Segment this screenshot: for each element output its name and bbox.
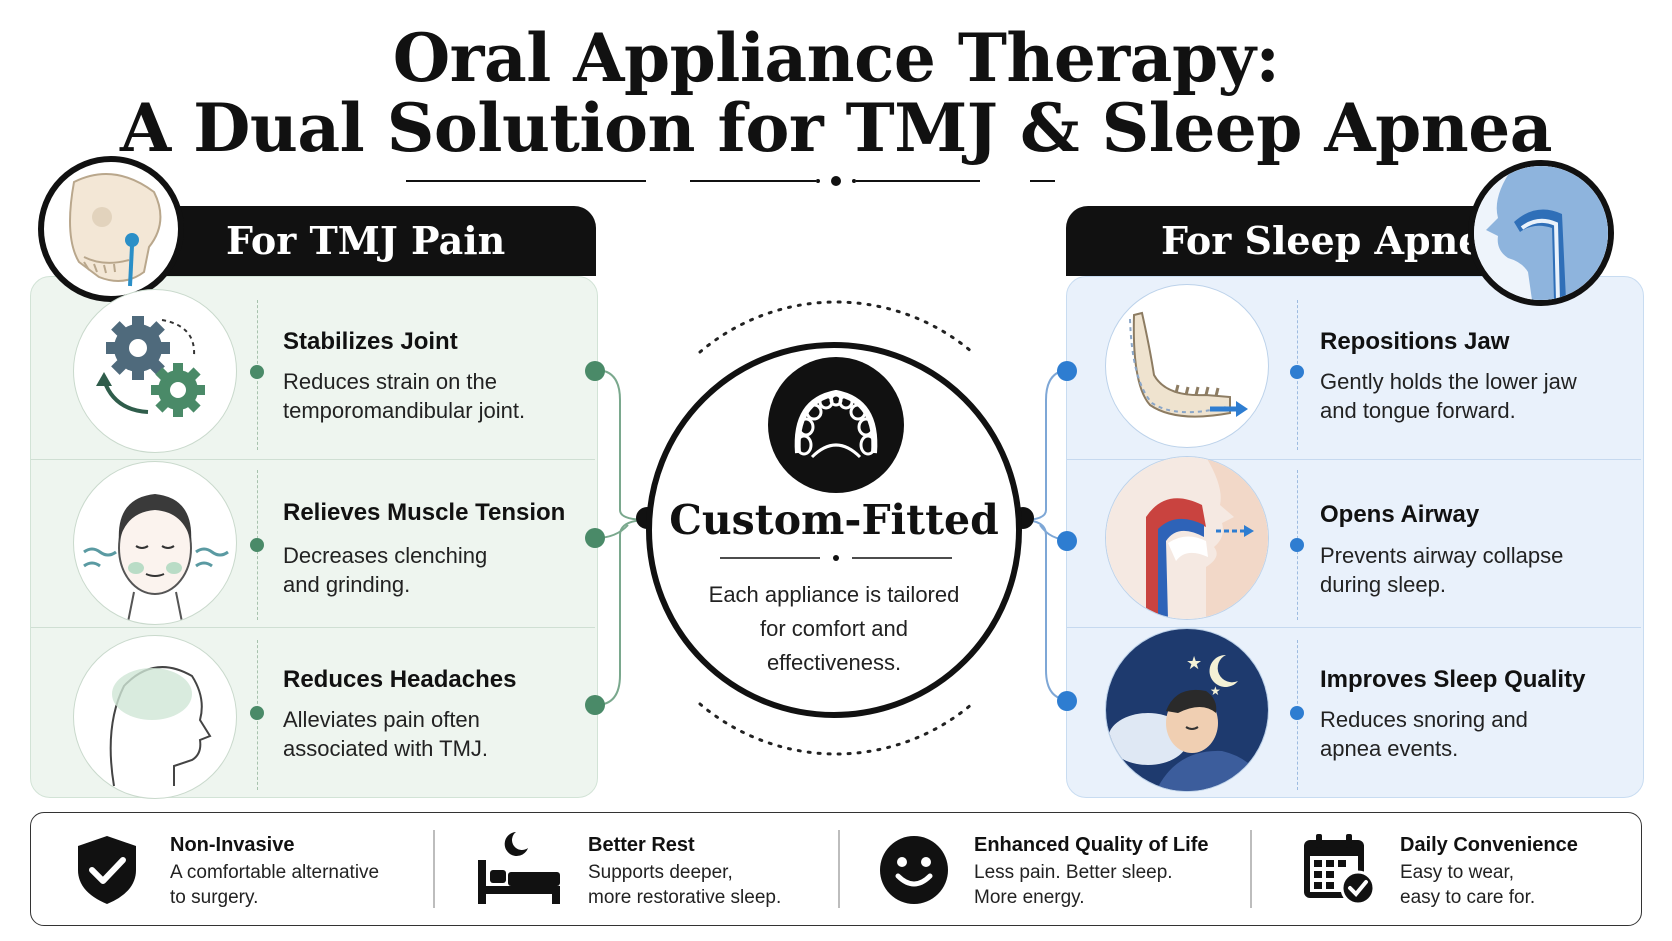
connector-dot: [585, 528, 605, 548]
benefit-separator: [1250, 830, 1252, 908]
relaxed-face-icon: [83, 494, 229, 623]
skull-jaw-icon: [69, 173, 162, 287]
benefit-desc: Easy to wear,: [1400, 862, 1515, 883]
apnea-item-desc: and tongue forward.: [1320, 398, 1516, 423]
custom-fitted-desc: for comfort and: [760, 616, 908, 641]
apnea-item-desc: Reduces snoring and: [1320, 707, 1528, 732]
bullet-dot: [1290, 365, 1304, 379]
apnea-row-divider: [1067, 459, 1641, 460]
connector-dot: [585, 361, 605, 381]
apnea-item-title: Improves Sleep Quality: [1320, 666, 1586, 693]
tmj-row-divider: [31, 627, 595, 628]
head-profile-illustration: [73, 635, 237, 799]
benefit-title: Better Rest: [588, 834, 695, 856]
tmj-item-desc: temporomandibular joint.: [283, 398, 526, 423]
bullet-dot: [250, 706, 264, 720]
bullet-dot: [250, 538, 264, 552]
tmj-item-desc: Alleviates pain often: [283, 707, 480, 732]
head-profile-icon: [109, 666, 212, 787]
benefit-title: Enhanced Quality of Life: [974, 834, 1209, 856]
bed-moon-icon: [478, 832, 560, 904]
page-title-line-1: Oral Appliance Therapy:: [392, 19, 1280, 97]
gears-illustration: [73, 289, 237, 453]
svg-text:★: ★: [1210, 684, 1221, 698]
apnea-connector-lines: [1021, 369, 1071, 701]
tmj-header: For TMJ Pain: [150, 206, 596, 276]
tmj-item-title: Reduces Headaches: [283, 666, 517, 693]
dental-arch-icon: [794, 389, 878, 459]
apnea-item-desc: during sleep.: [1320, 572, 1446, 597]
tmj-row-divider: [31, 459, 595, 460]
benefit-desc: More energy.: [974, 887, 1085, 908]
calendar-check-icon: [1304, 834, 1376, 906]
open-airway-illustration: [1105, 456, 1269, 620]
connector-dot: [1057, 691, 1077, 711]
bullet-dot: [250, 365, 264, 379]
jaw-reposition-illustration: [1105, 284, 1269, 448]
benefits-bar: [30, 812, 1642, 926]
benefit-separator: [838, 830, 840, 908]
center-dotted-arcs: [698, 300, 974, 756]
page-title-line-2: A Dual Solution for TMJ & Sleep Apnea: [119, 89, 1553, 167]
svg-text:★: ★: [1186, 653, 1202, 674]
apnea-item-desc: apnea events.: [1320, 736, 1459, 761]
tmj-item-desc: associated with TMJ.: [283, 736, 489, 761]
relaxed-face-illustration: [73, 461, 237, 625]
gears-icon: [96, 316, 205, 417]
benefit-title: Daily Convenience: [1400, 834, 1578, 856]
airway-profile-icon: [1474, 166, 1608, 300]
benefit-separator: [433, 830, 435, 908]
benefit-title: Non-Invasive: [170, 834, 295, 856]
sleeping-person-icon: ★ ★: [1106, 629, 1268, 791]
benefit-desc: more restorative sleep.: [588, 887, 782, 908]
tmj-item-title: Stabilizes Joint: [283, 328, 458, 355]
custom-fitted-desc: effectiveness.: [766, 650, 902, 675]
tmj-item-desc: and grinding.: [283, 572, 411, 597]
title-divider-ornament: [406, 176, 1055, 186]
center-divider: [720, 555, 952, 561]
skull-jaw-badge: [38, 156, 184, 302]
bullet-dot: [1290, 538, 1304, 552]
custom-fitted-desc: Each appliance is tailored: [708, 582, 960, 607]
dental-arch-badge: [768, 357, 904, 493]
benefit-desc: Less pain. Better sleep.: [974, 862, 1173, 883]
sleeping-person-illustration: ★ ★: [1105, 628, 1269, 792]
benefit-desc: A comfortable alternative: [170, 862, 380, 883]
tmj-item-desc: Reduces strain on the: [283, 369, 498, 394]
benefit-desc: easy to care for.: [1400, 887, 1536, 908]
airway-cross-section-icon: [1106, 457, 1268, 619]
tmj-item-title: Relieves Muscle Tension: [283, 499, 566, 526]
shield-check-icon: [78, 836, 136, 904]
bullet-dot: [1290, 706, 1304, 720]
airway-profile-badge: [1468, 160, 1614, 306]
connector-dot: [1057, 531, 1077, 551]
tmj-item-desc: Decreases clenching: [283, 543, 488, 568]
benefit-desc: to surgery.: [170, 887, 259, 908]
apnea-item-desc: Gently holds the lower jaw: [1320, 369, 1577, 394]
connector-dot: [1057, 361, 1077, 381]
apnea-item-title: Opens Airway: [1320, 501, 1480, 528]
jawbone-icon: [1129, 311, 1248, 418]
apnea-row-divider: [1067, 627, 1641, 628]
apnea-item-desc: Prevents airway collapse: [1320, 543, 1564, 568]
custom-fitted-title: Custom-Fitted: [669, 496, 999, 544]
connector-dot: [585, 695, 605, 715]
smiley-icon: [880, 836, 948, 904]
benefit-desc: Supports deeper,: [588, 862, 733, 883]
apnea-item-title: Repositions Jaw: [1320, 328, 1510, 355]
